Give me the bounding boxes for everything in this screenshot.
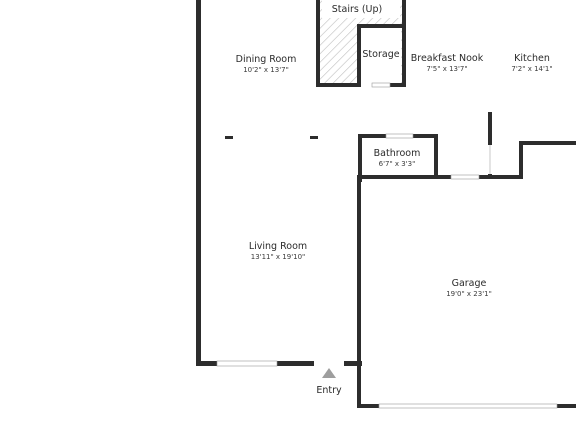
breakfast-nook-dims: 7'5" x 13'7" <box>426 65 467 73</box>
stairs-label: Stairs (Up) <box>332 4 383 15</box>
entry-label: Entry <box>316 385 342 396</box>
storage-room <box>361 27 401 84</box>
breakfast-nook-label: Breakfast Nook <box>411 53 484 64</box>
garage-dims: 19'0" x 23'1" <box>446 290 492 298</box>
living-room-dims: 13'11" x 19'10" <box>251 253 306 261</box>
bathroom-dims: 6'7" x 3'3" <box>379 160 416 168</box>
bathroom-label: Bathroom <box>374 148 421 159</box>
walls <box>196 0 576 408</box>
dining-room-dims: 10'2" x 13'7" <box>243 66 289 74</box>
living-room-label: Living Room <box>249 241 307 252</box>
windows <box>216 82 558 409</box>
garage-label: Garage <box>452 278 487 289</box>
kitchen-label: Kitchen <box>514 53 550 64</box>
kitchen-dims: 7'2" x 14'1" <box>511 65 552 73</box>
entry-arrow-icon <box>322 368 336 378</box>
storage-label: Storage <box>362 49 399 60</box>
dining-room-label: Dining Room <box>236 54 297 65</box>
